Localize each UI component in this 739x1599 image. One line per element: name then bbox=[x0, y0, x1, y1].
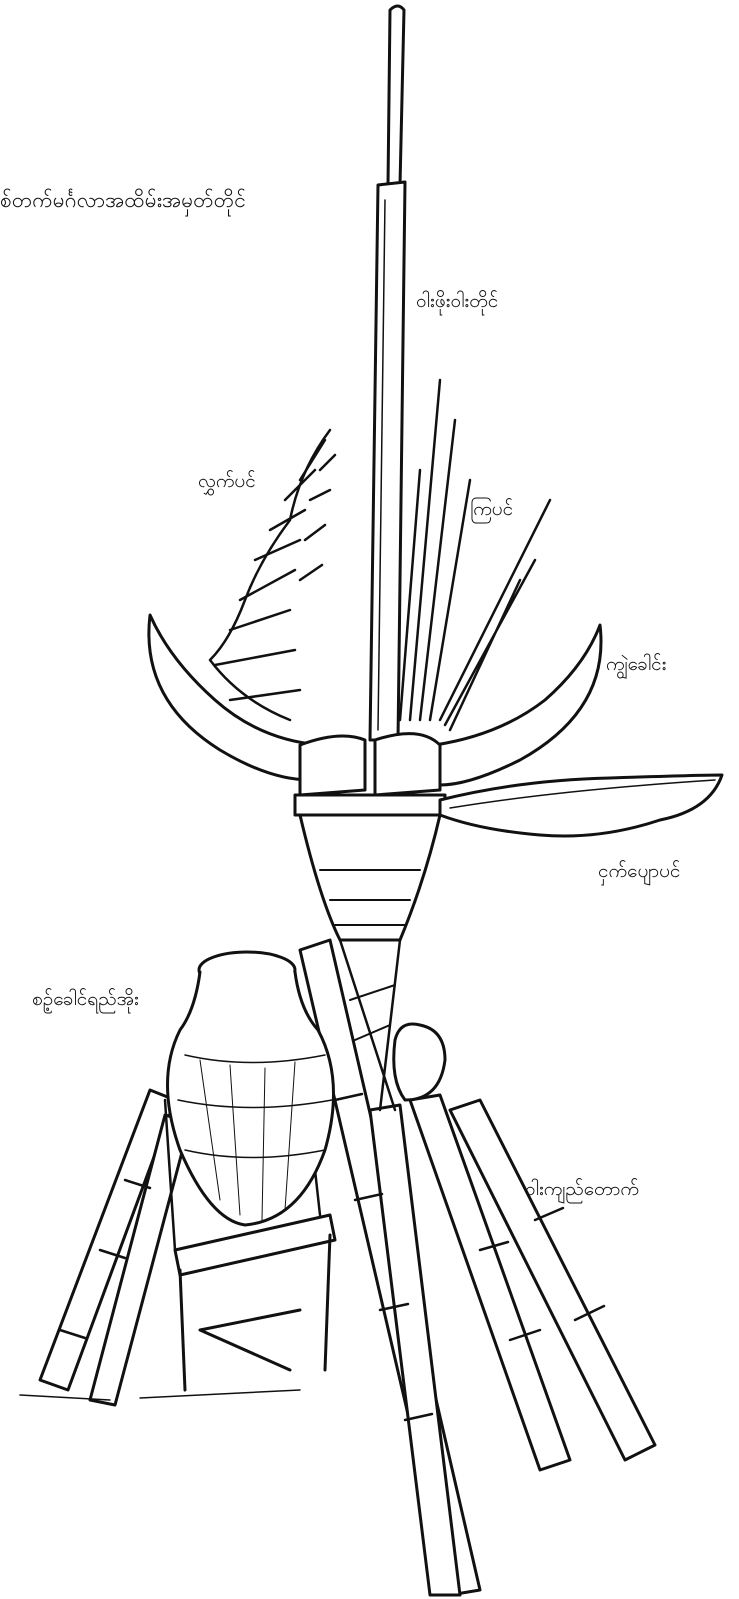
bamboo-tripod bbox=[40, 940, 655, 1595]
tripod-label: ဝါးကျည်တောက် bbox=[525, 1180, 639, 1199]
central-pole bbox=[370, 6, 405, 740]
banana-leaf bbox=[440, 775, 722, 836]
banana-leaf-label: ငှက်ပျောပင် bbox=[598, 862, 680, 881]
grass-label: ကြပင် bbox=[470, 500, 513, 519]
ground-line bbox=[20, 1390, 300, 1400]
pole-label: ဝါးဖိုးဝါးတိုင် bbox=[416, 292, 498, 311]
small-pot bbox=[394, 1024, 445, 1100]
horns-label: ကျွဲခေါင်း bbox=[606, 655, 667, 674]
jar-label: စဉ့်ခေါင်ရည်အိုး bbox=[32, 990, 139, 1009]
grass-blades bbox=[400, 380, 550, 730]
title-label: စ်တက်မင်္ဂလာအထိမ်းအမှတ်တိုင် bbox=[0, 190, 246, 211]
eugenia-label: လွှက်ပင် bbox=[198, 472, 256, 491]
